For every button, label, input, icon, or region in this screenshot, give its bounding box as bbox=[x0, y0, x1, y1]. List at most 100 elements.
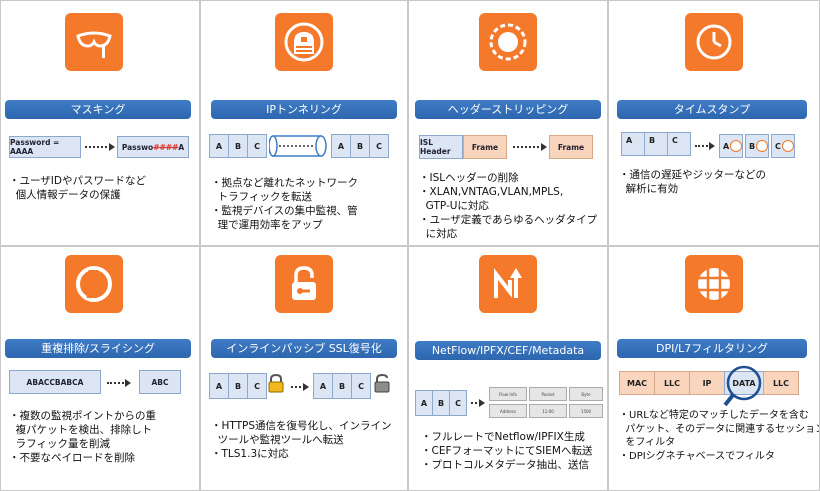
bullet: ・ユーザ定義であらゆるヘッダタイプ bbox=[419, 214, 598, 226]
bullet-list: ・URLなど特定のマッチしたデータを含む パケット、そのデータに関連するセッショ… bbox=[619, 409, 820, 463]
bullet: ・CEFフォーマットにてSIEMへ転送 bbox=[421, 445, 593, 457]
panel-dedup-slicing: 重複排除/スライシング ABACCBABCA ABC ・複数の監視ポイントからの… bbox=[0, 246, 200, 491]
clock-icon bbox=[781, 140, 794, 152]
stamped-cell: B bbox=[745, 134, 769, 158]
after-suffix: A bbox=[178, 142, 185, 152]
flow-table-cell: 1500 bbox=[569, 404, 603, 418]
arrow-head-icon bbox=[479, 399, 485, 407]
after-prefix: Passwo bbox=[121, 142, 154, 152]
panel-title: IPトンネリング bbox=[211, 100, 397, 119]
packet-cell: A bbox=[621, 132, 645, 156]
panel-ssl-decryption: インラインパッシブ SSL復号化 A B C A B C ・HTTPS通信を復号… bbox=[200, 246, 408, 491]
bullet: ・複数の監視ポイントからの重 bbox=[9, 410, 156, 422]
bullet: ・HTTPS通信を復号化し、インライン bbox=[211, 420, 392, 432]
bullet-list: ・複数の監視ポイントからの重 複パケットを検出、排除しト ラフィック量を削減 ・… bbox=[9, 409, 156, 465]
packet-cell: A bbox=[331, 134, 351, 158]
stamped-cell: A bbox=[719, 134, 743, 158]
arrow-line bbox=[85, 146, 111, 148]
clock-icon bbox=[685, 13, 743, 71]
bullet: をフィルタ bbox=[619, 437, 676, 448]
globe-grid-icon bbox=[685, 255, 743, 313]
panel-timestamp: タイムスタンプ A B C A B C ・通信の遅延やジッターなどの 解析に有効 bbox=[608, 0, 820, 246]
bullet: 解析に有効 bbox=[619, 183, 679, 195]
cell-letter: C bbox=[775, 141, 781, 151]
bullet-list: ・ユーザIDやパスワードなど 個人情報データの保護 bbox=[9, 174, 146, 202]
bullet: パケット、そのデータに関連するセッション bbox=[619, 423, 820, 435]
arrow-line bbox=[513, 146, 543, 148]
arrow-line bbox=[471, 402, 481, 404]
panel-header-stripping: ヘッダーストリッピング ISL Header Frame Frame ・ISLヘ… bbox=[408, 0, 608, 246]
arrow-line bbox=[695, 145, 711, 147]
bullet: ・ISLヘッダーの削除 bbox=[419, 172, 519, 184]
bullet: ・DPIシグネチャベースでフィルタ bbox=[619, 450, 775, 462]
panel-title: NetFlow/IPFX/CEF/Metadata bbox=[415, 341, 601, 360]
bullet: ・URLなど特定のマッチしたデータを含む bbox=[619, 410, 809, 421]
bullet: ・TLS1.3に対応 bbox=[211, 448, 289, 460]
frame-box: Frame bbox=[463, 135, 507, 159]
tunnel-pipe bbox=[269, 135, 327, 157]
arrow-head-icon bbox=[541, 143, 547, 151]
bullet-list: ・HTTPS通信を復号化し、インライン ツールや監視ツールへ転送 ・TLS1.3… bbox=[211, 419, 392, 461]
panel-ip-tunneling: IPトンネリング A B C A B C ・拠点など離れたネットワーク トラフィ… bbox=[200, 0, 408, 246]
flow-table-cell: 11:00 bbox=[529, 404, 567, 418]
bullet: 個人情報データの保護 bbox=[9, 189, 121, 201]
arrow-head-icon bbox=[709, 142, 715, 150]
flow-table-cell: Byte bbox=[569, 387, 603, 401]
flow-table-cell: Packet bbox=[529, 387, 567, 401]
bullet: ・プロトコルメタデータ抽出、送信 bbox=[421, 459, 589, 471]
header-cell: LLC bbox=[763, 371, 799, 395]
panel-title: 重複排除/スライシング bbox=[5, 339, 191, 358]
panel-title: タイムスタンプ bbox=[617, 100, 807, 119]
header-strip-icon bbox=[479, 13, 537, 71]
bullet: ・拠点など離れたネットワーク bbox=[211, 177, 358, 189]
bullet-list: ・フルレートでNetflow/IPFIX生成 ・CEFフォーマットにてSIEMへ… bbox=[421, 430, 592, 472]
arrow-head-icon bbox=[125, 379, 131, 387]
frame-box: Frame bbox=[549, 135, 593, 159]
before-box: Password = AAAA bbox=[9, 136, 81, 158]
packet-cell: B bbox=[228, 134, 248, 158]
bullet: 複パケットを検出、排除しト bbox=[9, 424, 153, 436]
panel-title: DPI/L7フィルタリング bbox=[617, 339, 807, 358]
netflow-icon bbox=[479, 255, 537, 313]
packet-cell: B bbox=[332, 373, 352, 399]
header-cell: MAC bbox=[619, 371, 655, 395]
panel-title: ヘッダーストリッピング bbox=[415, 100, 601, 119]
unlock-icon bbox=[275, 255, 333, 313]
packet-cell: A bbox=[209, 134, 229, 158]
packet-cell: B bbox=[228, 373, 248, 399]
header-cell: IP bbox=[689, 371, 725, 395]
before-box: ABACCBABCA bbox=[9, 370, 101, 394]
packet-cell: B bbox=[432, 390, 450, 416]
panel-netflow: NetFlow/IPFX/CEF/Metadata A B C Flow Inf… bbox=[408, 246, 608, 491]
bullet: ラフィック量を削減 bbox=[9, 438, 110, 450]
panel-title: マスキング bbox=[5, 100, 191, 119]
packet-cell: C bbox=[449, 390, 467, 416]
bullet-list: ・通信の遅延やジッターなどの 解析に有効 bbox=[619, 168, 766, 196]
clock-icon bbox=[730, 140, 742, 152]
bullet-list: ・ISLヘッダーの削除 ・XLAN,VNTAG,VLAN,MPLS, GTP-U… bbox=[419, 171, 597, 241]
after-box: Passwo####A bbox=[117, 136, 189, 158]
masking-mask-icon bbox=[65, 13, 123, 71]
bullet: ・XLAN,VNTAG,VLAN,MPLS, bbox=[419, 186, 564, 198]
bullet-list: ・拠点など離れたネットワーク トラフィックを転送 ・監視デバイスの集中監視、管 … bbox=[211, 176, 358, 232]
arrow-line bbox=[107, 382, 127, 384]
bullet: GTP-Uに対応 bbox=[419, 200, 489, 212]
panel-masking: マスキング Password = AAAA Passwo####A ・ユーザID… bbox=[0, 0, 200, 246]
clock-icon bbox=[756, 140, 768, 152]
arrow-head-icon bbox=[109, 143, 115, 151]
bullet: ・不要なペイロードを削除 bbox=[9, 452, 135, 464]
bullet: ツールや監視ツールへ転送 bbox=[211, 434, 344, 446]
header-cell: LLC bbox=[654, 371, 690, 395]
packet-cell: A bbox=[415, 390, 433, 416]
packet-cell: A bbox=[209, 373, 229, 399]
bullet: トラフィックを転送 bbox=[211, 191, 312, 203]
after-box: ABC bbox=[139, 370, 181, 394]
packet-cell: C bbox=[667, 132, 691, 156]
bullet: ・フルレートでNetflow/IPFIX生成 bbox=[421, 431, 585, 443]
packet-cell: C bbox=[369, 134, 389, 158]
cell-letter: B bbox=[749, 141, 756, 151]
dedup-icon bbox=[65, 255, 123, 313]
panel-title: インラインパッシブ SSL復号化 bbox=[211, 339, 397, 358]
packet-cell: C bbox=[247, 134, 267, 158]
